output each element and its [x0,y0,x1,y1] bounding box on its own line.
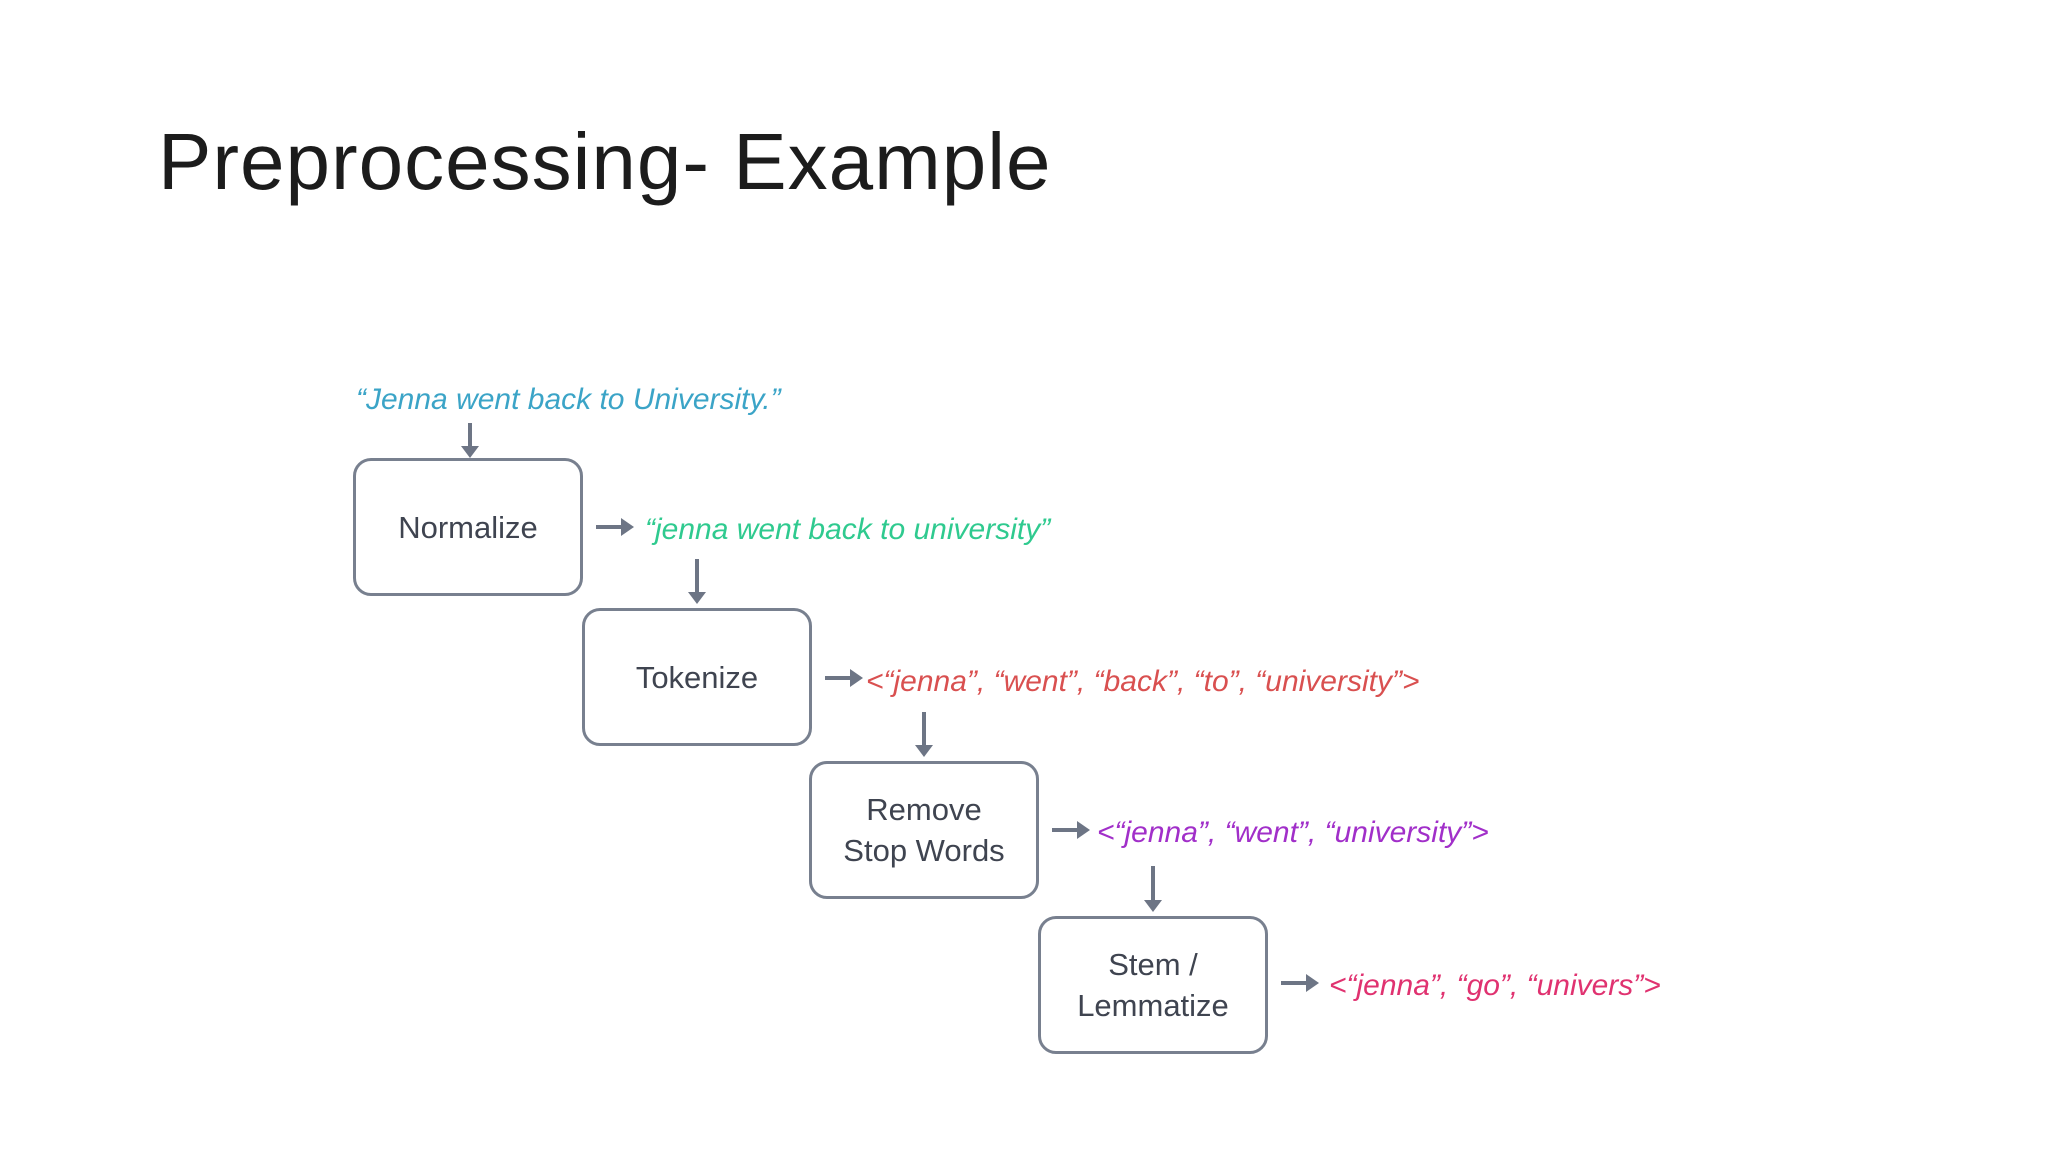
arrow-shaft [1281,981,1308,985]
arrow-shaft [1151,866,1155,902]
arrow-down-icon [461,423,479,458]
arrow-shaft [695,559,699,594]
arrow-right-icon [1052,818,1090,842]
step-box-normalize: Normalize [353,458,583,596]
arrow-shaft [596,525,623,529]
arrow-head [1306,974,1319,992]
arrow-right-icon [596,515,634,539]
step-box-tokenize: Tokenize [582,608,812,746]
arrow-head [688,592,706,604]
step-label: Stem / Lemmatize [1077,947,1229,1023]
arrow-shaft [825,676,852,680]
arrow-right-icon [1281,971,1319,995]
arrow-down-icon [1144,866,1162,912]
step-output-stem-lemmatize: <“jenna”, “go”, “univers”> [1329,969,1661,1002]
pipeline-input-text: “Jenna went back to University.” [356,383,781,416]
step-label: Normalize [398,509,538,545]
step-label: Remove Stop Words [843,792,1005,868]
arrow-shaft [468,423,472,448]
arrow-shaft [922,712,926,747]
arrow-head [850,669,863,687]
step-output-remove-stop-words: <“jenna”, “went”, “university”> [1097,816,1489,849]
arrow-head [461,446,479,458]
slide-title: Preprocessing- Example [158,117,1052,206]
step-box-stem-lemmatize: Stem / Lemmatize [1038,916,1268,1054]
arrow-head [915,745,933,757]
arrow-down-icon [915,712,933,757]
step-box-remove-stop-words: Remove Stop Words [809,761,1039,899]
step-output-normalize: “jenna went back to university” [645,513,1051,546]
arrow-down-icon [688,559,706,604]
arrow-head [1077,821,1090,839]
step-output-tokenize: <“jenna”, “went”, “back”, “to”, “univers… [866,665,1420,698]
arrow-right-icon [825,666,863,690]
step-label: Tokenize [635,659,759,695]
arrow-head [1144,900,1162,912]
arrow-head [621,518,634,536]
arrow-shaft [1052,828,1079,832]
